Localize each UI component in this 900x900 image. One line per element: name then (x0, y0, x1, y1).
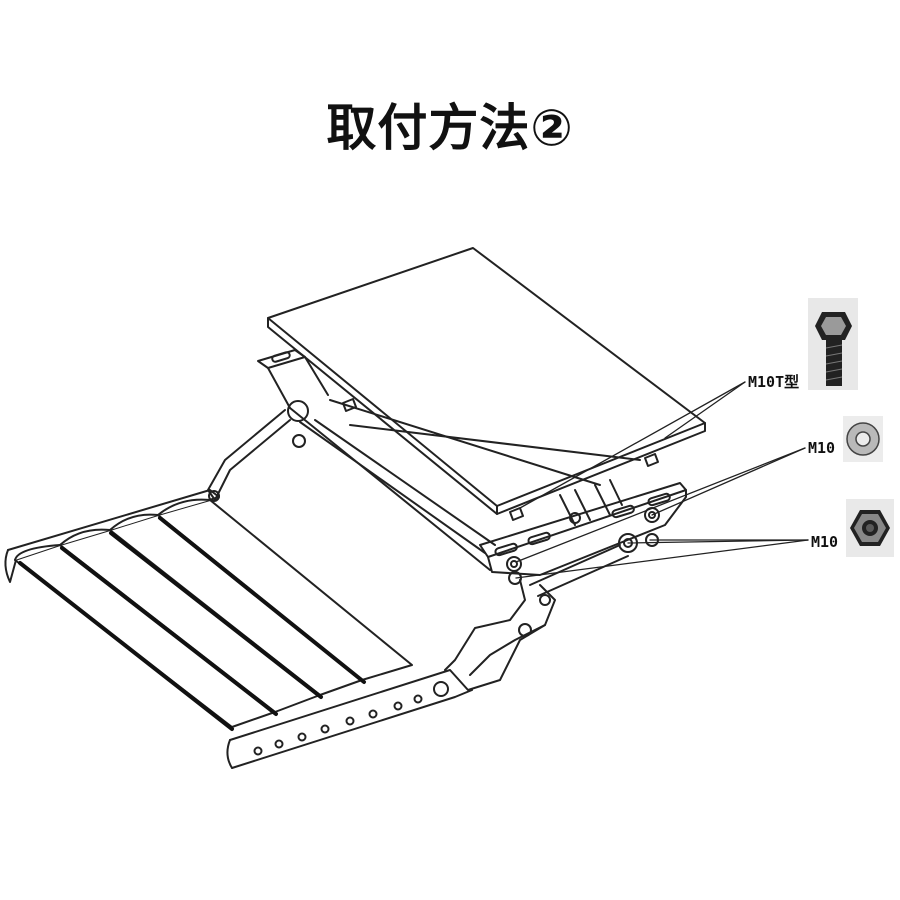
washer-callout-label: M10 (808, 439, 835, 457)
nut-callout-label: M10 (811, 533, 838, 551)
page-title: 取付方法② (326, 99, 574, 157)
hex-nut-icon (846, 499, 894, 557)
leader-lines (515, 381, 809, 579)
tread-slats (14, 498, 413, 728)
hex-bolt-icon (808, 298, 858, 390)
slide-bracket (257, 349, 687, 585)
slat-grooves (18, 516, 366, 731)
bolt-callout-label: M10T型 (748, 373, 799, 391)
washer-icon (843, 416, 883, 462)
mounting-plate (267, 247, 706, 521)
